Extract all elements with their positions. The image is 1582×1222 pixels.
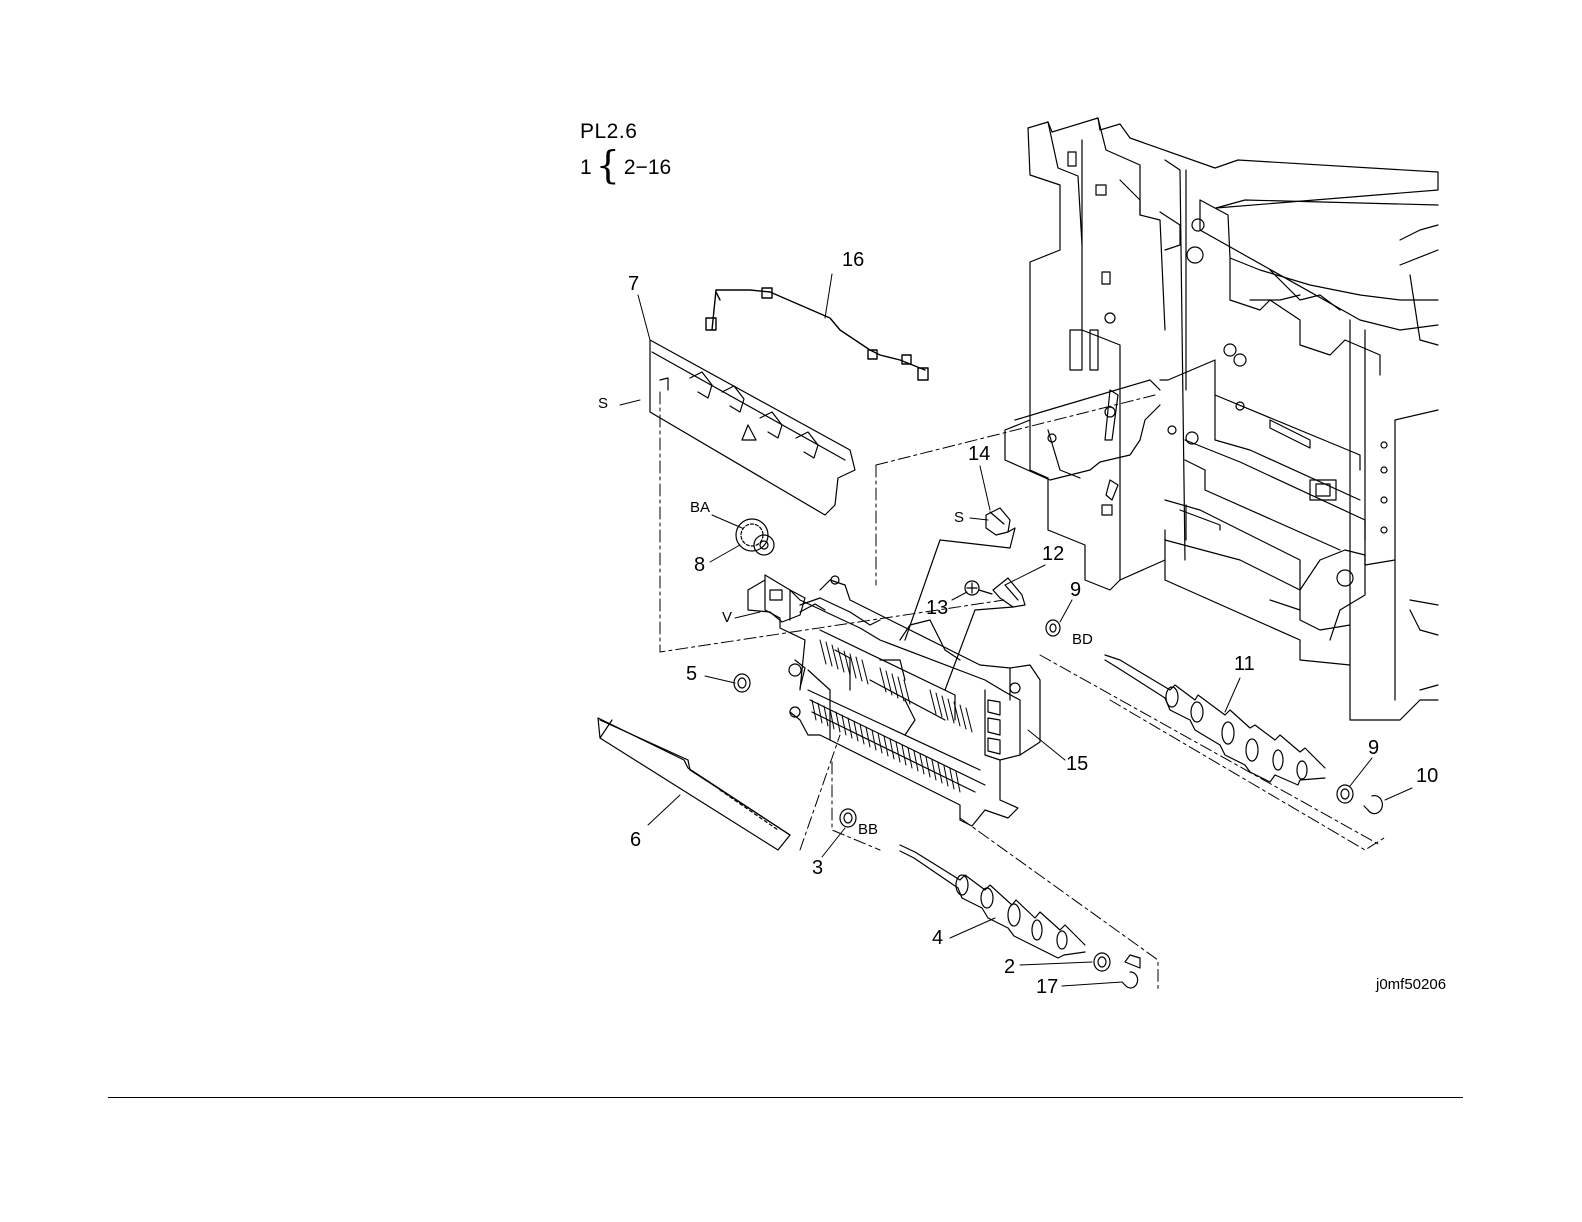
callout-13: 13 [926,598,948,618]
part-9-bearing-upper [1046,620,1060,636]
part-9-bearing-lower [1337,785,1353,803]
callout-v: V [722,610,732,625]
callout-s-lower: S [954,510,964,525]
part-8-gear [736,519,774,555]
figure-id: j0mf50206 [1376,976,1446,993]
part-6-plate [598,718,790,850]
part-16-wire-harness [706,288,928,380]
callout-6: 6 [630,830,641,850]
callout-9-upper: 9 [1070,580,1081,600]
callout-12: 12 [1042,544,1064,564]
part-17-e-ring [1122,955,1140,988]
callout-15: 15 [1066,754,1088,774]
callout-8: 8 [694,555,705,575]
part-11-shaft [1105,655,1325,785]
callout-7: 7 [628,274,639,294]
callout-11: 11 [1234,654,1255,674]
part-12-lever [945,578,1025,690]
callout-5: 5 [686,664,697,684]
callout-2: 2 [1004,957,1015,977]
main-frame-assembly [1005,118,1438,720]
part-10-e-ring [1364,796,1382,814]
callout-14: 14 [968,444,990,464]
part-13-screw [965,581,992,595]
callout-16: 16 [842,250,864,270]
part-4-shaft [900,845,1085,958]
callout-17: 17 [1036,977,1058,997]
part-3-bearing [840,809,856,827]
callout-bd: BD [1072,632,1093,647]
part-7-bracket [650,340,855,515]
part-2-bearing [1094,953,1110,971]
callout-bb: BB [858,822,878,837]
footer-divider [108,1097,1463,1098]
leader-lines [620,274,1412,986]
callout-ba: BA [690,500,710,515]
callout-4: 4 [932,928,943,948]
v-bracket [748,580,825,622]
part-14-sensor [905,508,1015,640]
callout-s-upper: S [598,396,608,411]
callout-9-lower: 9 [1368,738,1379,758]
part-15-roller-housing [765,575,1040,826]
callout-10: 10 [1416,766,1438,786]
callout-3: 3 [812,858,823,878]
part-5-small-gear [734,674,750,692]
housing-ribs [812,640,972,792]
